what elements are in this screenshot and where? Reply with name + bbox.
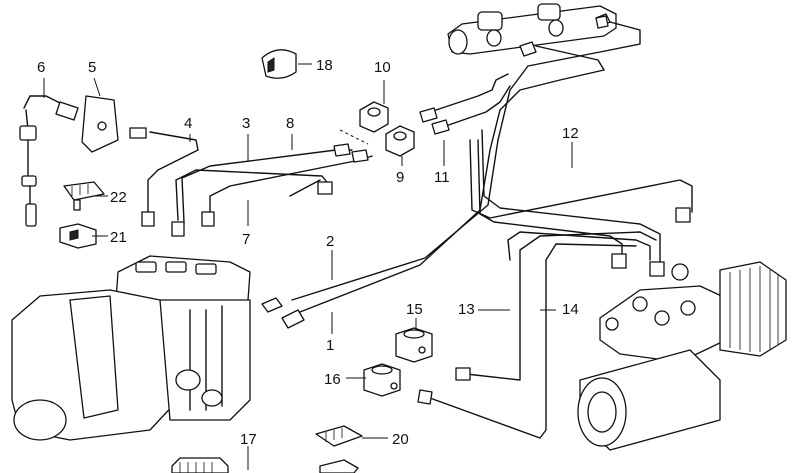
callout-13: 13 bbox=[458, 301, 475, 318]
callout-16: 16 bbox=[324, 371, 341, 388]
callout-12: 12 bbox=[562, 125, 579, 142]
callout-leaders bbox=[43, 63, 573, 470]
pipe-fittings bbox=[129, 15, 691, 405]
callout-10: 10 bbox=[374, 59, 391, 76]
connector-part-15 bbox=[395, 327, 433, 363]
callout-labels: 6 5 18 10 4 3 8 12 9 11 22 7 21 2 15 13 … bbox=[37, 57, 579, 448]
callout-21: 21 bbox=[110, 229, 127, 246]
callout-15: 15 bbox=[406, 301, 423, 318]
callout-14: 14 bbox=[562, 301, 579, 318]
coupling-parts bbox=[339, 101, 415, 157]
callout-1: 1 bbox=[326, 337, 334, 354]
abs-modulator-right bbox=[577, 261, 787, 451]
callout-11: 11 bbox=[434, 169, 450, 186]
abs-hydraulic-unit-left bbox=[11, 255, 251, 441]
callout-6: 6 bbox=[37, 59, 45, 76]
callout-17: 17 bbox=[240, 431, 257, 448]
clip-part-21 bbox=[59, 223, 97, 249]
clip-part-20 bbox=[315, 425, 363, 473]
callout-20-text: 20 bbox=[392, 431, 409, 448]
brake-pipes bbox=[147, 21, 693, 439]
callout-4: 4 bbox=[184, 115, 192, 132]
callout-18: 18 bbox=[316, 57, 333, 74]
hose-part-6 bbox=[19, 95, 119, 227]
connector-part-16 bbox=[363, 363, 401, 397]
clip-part-18 bbox=[261, 49, 297, 79]
callout-22: 22 bbox=[110, 189, 127, 206]
callout-5: 5 bbox=[88, 59, 96, 76]
callout-3: 3 bbox=[242, 115, 250, 132]
callout-2: 2 bbox=[326, 233, 334, 250]
connector-part-17 bbox=[171, 457, 229, 473]
callout-7: 7 bbox=[242, 231, 250, 248]
callout-9: 9 bbox=[396, 169, 404, 186]
callout-8: 8 bbox=[286, 115, 294, 132]
